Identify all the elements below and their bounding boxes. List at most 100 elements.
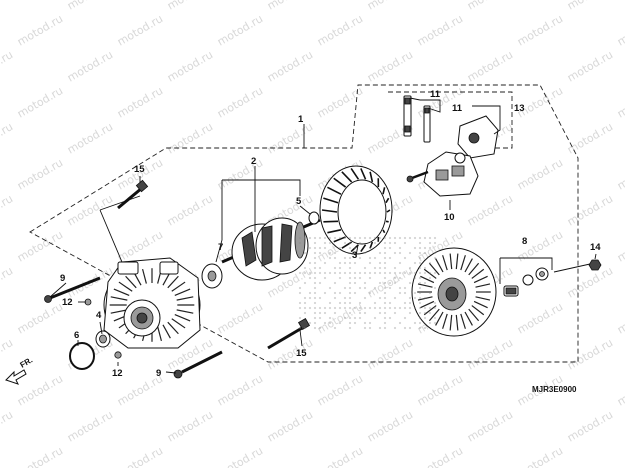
o-ring — [69, 342, 95, 370]
watermark-text: motod.ru — [15, 372, 65, 408]
watermark-text: motod.ru — [365, 336, 415, 372]
leader-lines — [49, 97, 597, 374]
watermark-text: motod.ru — [565, 120, 615, 156]
watermark-text: motod.ru — [165, 0, 215, 13]
callout-10: 10 — [444, 212, 455, 223]
watermark-text: motod.ru — [565, 264, 615, 300]
terminal-parts — [503, 267, 549, 297]
watermark-text: motod.ru — [15, 444, 65, 468]
watermark-text: motod.ru — [615, 156, 625, 192]
watermark-text: motod.ru — [215, 156, 265, 192]
watermark-text: motod.ru — [315, 12, 365, 48]
watermark-text: motod.ru — [615, 372, 625, 408]
watermark-text: motod.ru — [515, 300, 565, 336]
callout-4: 4 — [96, 310, 102, 321]
watermark-text: motod.ru — [315, 372, 365, 408]
brush-holder-cover — [457, 115, 499, 159]
watermark-text: motod.ru — [15, 228, 65, 264]
callout-12-upper: 12 — [62, 297, 73, 308]
watermark-text: motod.ru — [165, 48, 215, 84]
rotor-rear-bearing — [308, 211, 320, 225]
callout-1: 1 — [298, 114, 304, 125]
callout-5: 5 — [296, 196, 302, 207]
watermark-text: motod.ru — [565, 48, 615, 84]
watermark-text: motod.ru — [165, 120, 215, 156]
rotor-front-bearing — [201, 263, 223, 289]
watermark-text: motod.ru — [115, 12, 165, 48]
watermark-text: motod.ru — [215, 444, 265, 468]
watermark-text: motod.ru — [465, 336, 515, 372]
watermark-text: motod.ru — [115, 84, 165, 120]
watermark-text: motod.ru — [0, 264, 15, 300]
callout-7: 7 — [218, 242, 223, 253]
watermark-text: motod.ru — [315, 444, 365, 468]
diagram-code: MJR3E0900 — [532, 385, 577, 394]
brush-right — [423, 105, 431, 143]
watermark-text: motod.ru — [265, 48, 315, 84]
front-housing — [103, 257, 201, 349]
callout-12-lower: 12 — [112, 368, 123, 379]
watermark-text: motod.ru — [0, 192, 15, 228]
watermark-text: motod.ru — [615, 84, 625, 120]
watermark-text: motod.ru — [515, 12, 565, 48]
watermark-text: motod.ru — [415, 12, 465, 48]
watermark-text: motod.ru — [15, 300, 65, 336]
watermark-text: motod.ru — [65, 192, 115, 228]
watermark-text: motod.ru — [365, 408, 415, 444]
watermark-text: motod.ru — [465, 192, 515, 228]
callout-9-upper: 9 — [60, 273, 65, 284]
front-direction-indicator: FR. — [5, 355, 34, 385]
watermark-text: motod.ru — [0, 48, 15, 84]
callout-11-upper: 11 — [430, 89, 441, 100]
callout-labels: 1 2 3 4 5 6 7 8 9 9 10 11 11 12 12 13 14… — [60, 89, 601, 379]
watermark-text: motod.ru — [515, 444, 565, 468]
watermark-text: motod.ru — [165, 192, 215, 228]
watermark-text: motod.ru — [465, 48, 515, 84]
watermark-text: motod.ru — [615, 300, 625, 336]
watermark-text: motod.ru — [415, 444, 465, 468]
through-bolt-lower — [267, 317, 311, 350]
watermark-text: motod.ru — [215, 12, 265, 48]
watermark-text: motod.ru — [65, 0, 115, 13]
rotor — [221, 217, 321, 281]
watermark-text: motod.ru — [15, 156, 65, 192]
callout-3: 3 — [352, 250, 357, 261]
callout-2: 2 — [251, 156, 256, 167]
callout-11-right: 11 — [452, 103, 463, 114]
nut-14 — [588, 259, 602, 271]
watermark-text: motod.ru — [465, 0, 515, 13]
watermark-text: motod.ru — [565, 336, 615, 372]
callout-9-lower: 9 — [156, 368, 161, 379]
rear-housing — [411, 247, 497, 337]
brush-left — [403, 95, 412, 137]
callout-15-lower: 15 — [296, 348, 307, 359]
watermark-text: motod.ru — [65, 120, 115, 156]
watermark-text: motod.ru — [165, 408, 215, 444]
bolt-9-lower — [173, 350, 223, 379]
watermark-text: motod.ru — [615, 444, 625, 468]
watermark-text: motod.ru — [265, 0, 315, 13]
watermark-text: motod.ru — [15, 12, 65, 48]
watermark-text: motod.ru — [0, 0, 15, 13]
watermark-text: motod.ru — [65, 408, 115, 444]
watermark-text: motod.ru — [265, 120, 315, 156]
screw-12-lower — [114, 351, 122, 359]
watermark-text: motod.ru — [0, 408, 15, 444]
watermark-text: motod.ru — [265, 336, 315, 372]
callout-6: 6 — [74, 330, 79, 341]
regulator-assembly — [423, 151, 479, 197]
watermark-text: motod.ru — [315, 300, 365, 336]
background-logo — [298, 236, 437, 330]
callout-8: 8 — [522, 236, 527, 247]
watermark-text: motod.ru — [415, 372, 465, 408]
assembly-boundary — [29, 84, 579, 363]
bolt-9-upper — [44, 276, 101, 303]
watermark-text: motod.ru — [215, 84, 265, 120]
watermark-text: motod.ru — [465, 408, 515, 444]
regulator-screw — [406, 170, 429, 183]
watermark-text: motod.ru — [265, 408, 315, 444]
watermark-text: motod.ru — [365, 48, 415, 84]
